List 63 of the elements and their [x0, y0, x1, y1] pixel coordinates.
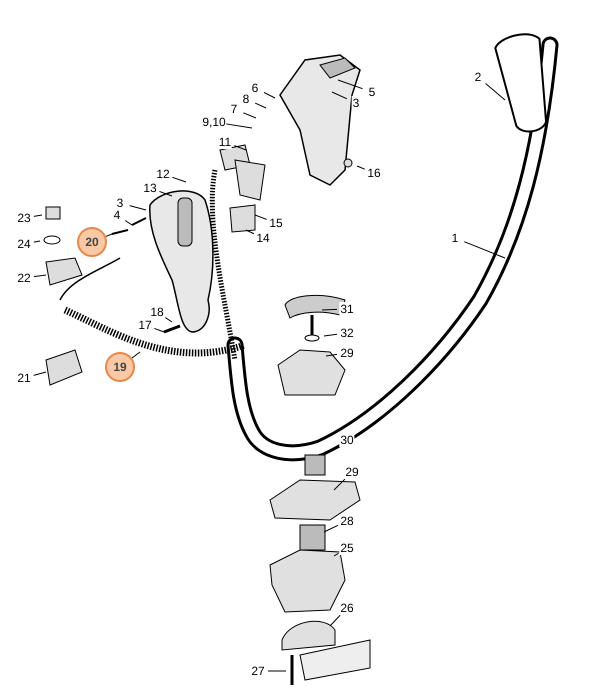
- callout-number: 31: [339, 302, 355, 316]
- callout-number: 9,10: [201, 115, 227, 129]
- callout-number: 1: [450, 231, 460, 245]
- leader-line: [158, 190, 172, 196]
- callout-number: 3: [116, 196, 124, 210]
- callout-number: 20: [77, 227, 107, 257]
- leader-line: [33, 214, 42, 217]
- leader-line: [263, 92, 276, 98]
- callout-number: 29: [339, 346, 355, 360]
- leader-line: [246, 230, 254, 234]
- leader-line: [33, 240, 40, 243]
- leader-line: [332, 92, 348, 100]
- leader-line: [324, 524, 338, 532]
- callout-number: 8: [242, 92, 250, 106]
- callout-number: 16: [366, 166, 382, 180]
- callout-number: 15: [268, 216, 284, 230]
- callout-number: 30: [339, 433, 355, 447]
- leader-line: [234, 145, 246, 150]
- leader-line: [356, 166, 366, 170]
- leader-line: [485, 82, 506, 100]
- callout-number: 28: [339, 514, 355, 528]
- leader-line: [334, 552, 339, 556]
- callout-number: 6: [250, 81, 260, 95]
- callout-number: 22: [16, 271, 32, 285]
- callout-number: 4: [112, 208, 122, 222]
- callout-number: 7: [230, 102, 238, 116]
- callout-number: 2: [474, 70, 482, 84]
- leader-line: [154, 328, 164, 332]
- leader-line: [326, 354, 338, 356]
- callout-number: 13: [142, 181, 158, 195]
- leader-line: [324, 334, 338, 336]
- leader-line: [164, 317, 172, 322]
- leader-line: [124, 220, 132, 226]
- leader-line: [254, 214, 268, 220]
- callout-number: 3: [352, 96, 360, 110]
- callout-number: 19: [105, 352, 135, 382]
- leader-line: [338, 80, 364, 90]
- callout-number: 12: [155, 167, 171, 181]
- callout-number: 5: [368, 85, 376, 99]
- callout-number: 25: [339, 541, 355, 555]
- leader-line: [254, 102, 266, 108]
- leader-line: [268, 670, 286, 672]
- callout-number: 14: [255, 231, 271, 245]
- leader-line: [322, 308, 338, 310]
- leader-line: [172, 176, 186, 182]
- leader-line: [242, 112, 256, 118]
- callout-number: 26: [339, 601, 355, 615]
- callout-number: 23: [16, 211, 32, 225]
- leader-line: [129, 205, 146, 210]
- leader-line: [132, 352, 140, 358]
- callout-number: 18: [149, 305, 165, 319]
- leader-line: [330, 614, 341, 626]
- leader-line: [33, 274, 46, 278]
- callout-number: 24: [16, 237, 32, 251]
- callout-number: 21: [16, 371, 32, 385]
- callout-number: 27: [250, 664, 266, 678]
- leader-line: [334, 478, 346, 490]
- callout-number: 11: [218, 135, 232, 149]
- leader-line: [464, 241, 506, 258]
- callout-number: 29: [344, 465, 360, 479]
- leader-line: [33, 372, 46, 376]
- callout-number: 32: [339, 326, 355, 340]
- callout-number: 17: [137, 318, 153, 332]
